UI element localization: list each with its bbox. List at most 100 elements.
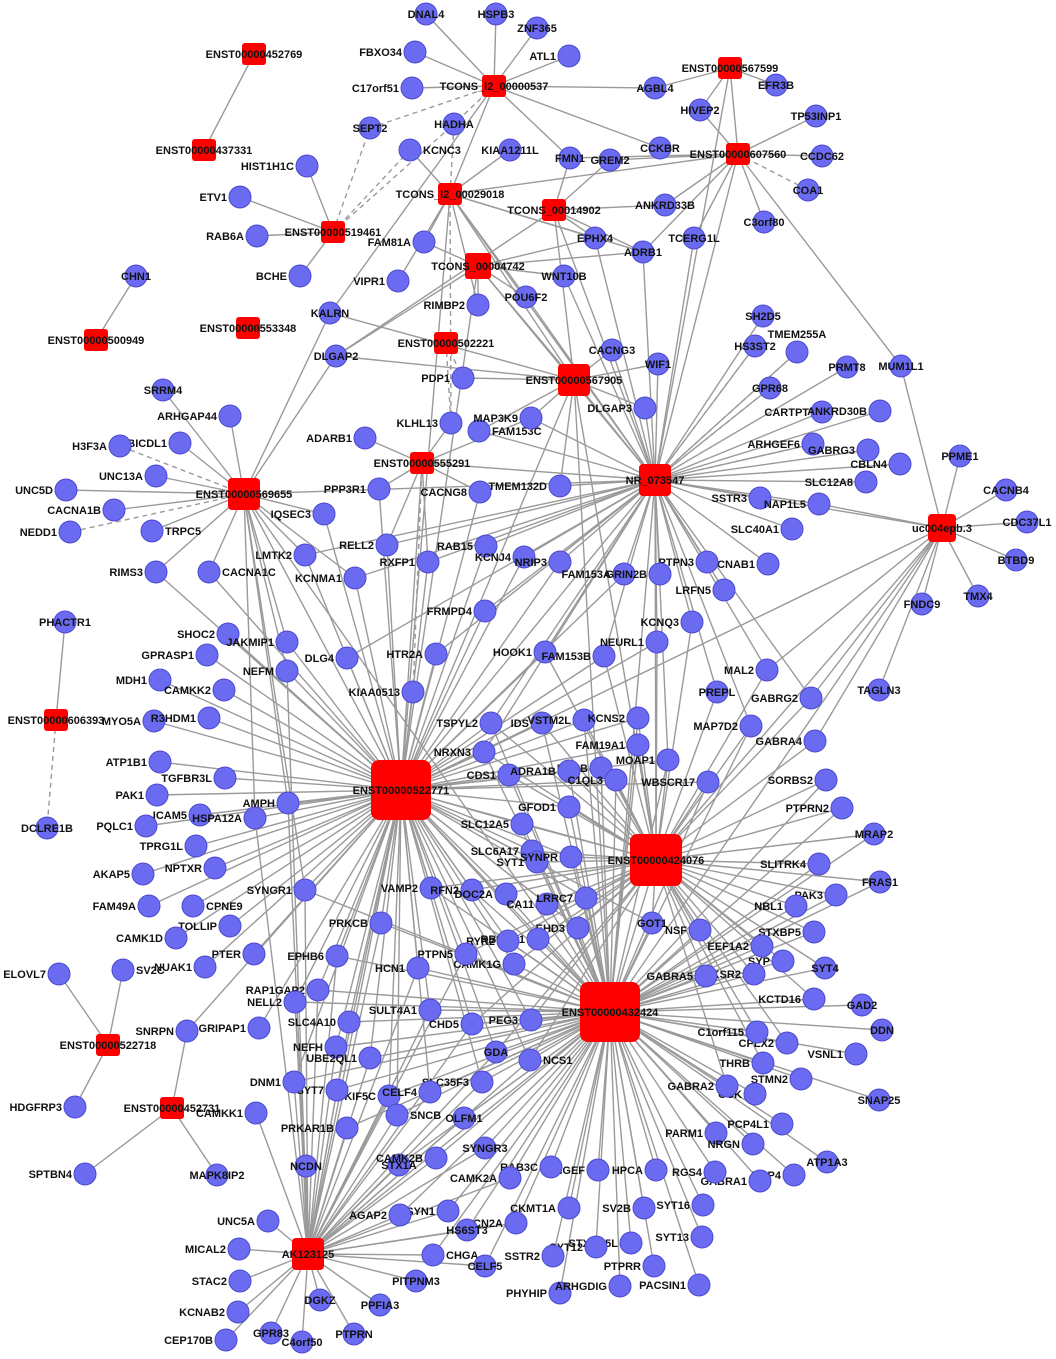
hub-node-enst00000502221[interactable]: ENST00000502221 — [398, 332, 495, 354]
gene-node-fbxo34[interactable]: FBXO34 — [359, 40, 427, 64]
hub-node-enst00000437331[interactable]: ENST00000437331 — [156, 139, 253, 161]
gene-node-shoc2[interactable]: SHOC2 — [177, 622, 240, 646]
gene-node-tollip[interactable]: TOLLIP — [178, 914, 242, 938]
gene-node-jakmip1[interactable]: JAKMIP1 — [226, 630, 299, 654]
gene-node-trpc5[interactable]: TRPC5 — [140, 519, 201, 543]
gene-node-pqlc1[interactable]: PQLC1 — [96, 814, 158, 838]
gene-node-thrb[interactable]: THRB — [719, 1051, 775, 1075]
gene-node-syt1[interactable]: SYT1 — [496, 850, 549, 874]
gene-node-syngr3[interactable]: SYNGR3 — [462, 1136, 508, 1160]
hub-node-enst00000522718[interactable]: ENST00000522718 — [60, 1034, 157, 1056]
hub-node-enst00000519461[interactable]: ENST00000519461 — [285, 221, 382, 243]
gene-node-prepl[interactable]: PREPL — [699, 680, 736, 704]
gene-node-syt4[interactable]: SYT4 — [811, 956, 840, 980]
hub-node-chn1[interactable]: CHN1 — [121, 264, 151, 288]
gene-node-unc5d[interactable]: UNC5D — [15, 478, 78, 502]
gene-node-stac2[interactable]: STAC2 — [192, 1269, 252, 1293]
gene-node-rgs4[interactable]: RGS4 — [672, 1160, 727, 1184]
gene-node-sv2c[interactable]: SV2C — [111, 958, 165, 982]
gene-node-dlgap3[interactable]: DLGAP3 — [587, 396, 657, 420]
gene-node-klhl13[interactable]: KLHL13 — [396, 411, 463, 435]
gene-node-fndc9[interactable]: FNDC9 — [904, 592, 941, 616]
gene-node-ncdn[interactable]: NCDN — [290, 1154, 322, 1178]
gene-node-gfod1[interactable]: GFOD1 — [518, 795, 581, 819]
gene-node-kctd16[interactable]: KCTD16 — [758, 987, 826, 1011]
gene-node-kiaa0513[interactable]: KIAA0513 — [349, 680, 425, 704]
gene-node-hdgfrp3[interactable]: HDGFRP3 — [9, 1095, 87, 1119]
gene-node-cacng8[interactable]: CACNG8 — [421, 480, 492, 504]
gene-node-slc4a10[interactable]: SLC4A10 — [288, 1010, 361, 1034]
gene-node-tmem255a[interactable]: TMEM255A — [768, 329, 827, 364]
gene-node-rab3c[interactable]: RAB3C — [500, 1155, 563, 1179]
gene-node-cdc37l1[interactable]: CDC37L1 — [1003, 510, 1052, 534]
gene-node-gpr83[interactable]: GPR83 — [253, 1321, 289, 1345]
gene-node-gabrg2[interactable]: GABRG2 — [751, 686, 823, 710]
gene-node-ngef[interactable]: NGEF — [554, 1158, 610, 1182]
hub-node-ak123125[interactable]: AK123125 — [282, 1238, 335, 1270]
gene-node-cacng3[interactable]: CACNG3 — [589, 338, 635, 362]
gene-node-btbd9[interactable]: BTBD9 — [998, 548, 1035, 572]
gene-node-mical2[interactable]: MICAL2 — [185, 1237, 251, 1261]
gene-node-adrb1[interactable]: ADRB1 — [624, 240, 662, 264]
gene-node-tmem132d[interactable]: TMEM132D — [488, 474, 572, 498]
hub-node-enst00000553348[interactable]: ENST00000553348 — [200, 317, 297, 339]
gene-node-gabra2[interactable]: GABRA2 — [668, 1074, 739, 1098]
gene-node-hpca[interactable]: HPCA — [612, 1158, 668, 1182]
gene-node-pitpnm3[interactable]: PITPNM3 — [392, 1269, 440, 1293]
gene-node-hcn1[interactable]: HCN1 — [375, 956, 430, 980]
gene-node-arhgef6[interactable]: ARHGEF6 — [747, 432, 825, 456]
gene-node-hspa12a[interactable]: HSPA12A — [192, 806, 267, 830]
gene-node-cplx2[interactable]: CPLX2 — [739, 1031, 799, 1055]
gene-node-stmn2[interactable]: STMN2 — [751, 1067, 813, 1091]
gene-node-cartpt[interactable]: CARTPT — [764, 400, 834, 424]
gene-node-ryr2[interactable]: RYR2 — [466, 929, 520, 953]
gene-node-camk2b[interactable]: CAMK2B — [376, 1146, 448, 1170]
gene-node-pter[interactable]: PTER — [212, 942, 266, 966]
gene-node-moap1[interactable]: MOAP1 — [616, 748, 680, 772]
gene-node-atp1a3[interactable]: ATP1A3 — [806, 1150, 848, 1174]
hub-node-enst00000500949[interactable]: ENST00000500949 — [48, 329, 145, 351]
hub-node-enst00000569655[interactable]: ENST00000569655 — [196, 478, 293, 510]
gene-node-kcnab2[interactable]: KCNAB2 — [179, 1300, 250, 1324]
gene-node-snap25[interactable]: SNAP25 — [858, 1088, 901, 1112]
gene-node-dgkz[interactable]: DGKZ — [304, 1288, 336, 1312]
gene-node-pou6f2[interactable]: POU6F2 — [505, 285, 548, 309]
gene-node-frmpd4[interactable]: FRMPD4 — [427, 599, 497, 623]
gene-node-rimbp2[interactable]: RIMBP2 — [423, 293, 490, 317]
gene-node-myo5a[interactable]: MYO5A — [102, 709, 166, 733]
gene-node-neurl1[interactable]: NEURL1 — [600, 630, 669, 654]
hub-node-enst00000607560[interactable]: ENST00000607560 — [690, 143, 787, 165]
gene-node-nrgn[interactable]: NRGN — [708, 1132, 765, 1156]
gene-node-snrpn[interactable]: SNRPN — [135, 1019, 199, 1043]
gene-node-vipr1[interactable]: VIPR1 — [353, 269, 410, 293]
hub-node-tcons-l2-00000537[interactable]: TCONS_l2_00000537 — [440, 75, 549, 97]
gene-node-hs6st3[interactable]: HS6ST3 — [446, 1218, 488, 1242]
gene-node-cacna1c[interactable]: CACNA1C — [197, 560, 276, 584]
gene-node-camkk1[interactable]: CAMKK1 — [196, 1101, 268, 1125]
gene-node-mdh1[interactable]: MDH1 — [116, 668, 172, 692]
gene-node-rab6a[interactable]: RAB6A — [206, 224, 269, 248]
gene-node-phactr1[interactable]: PHACTR1 — [39, 610, 91, 634]
gene-node-kcnab1[interactable]: KCNAB1 — [709, 552, 780, 576]
gene-node-atl1[interactable]: ATL1 — [529, 44, 581, 68]
gene-node-ptpn5[interactable]: PTPN5 — [418, 942, 478, 966]
hub-node-enst00000567905[interactable]: ENST00000567905 — [526, 364, 623, 396]
gene-node-cbln4[interactable]: CBLN4 — [850, 452, 912, 476]
gene-node-cpne9[interactable]: CPNE9 — [181, 894, 243, 918]
gene-node-dnal4[interactable]: DNAL4 — [408, 2, 446, 26]
gene-node-tcerg1l[interactable]: TCERG1L — [668, 226, 720, 250]
gene-node-grin2b[interactable]: GRIN2B — [605, 562, 672, 586]
hub-node-enst00000555291[interactable]: ENST00000555291 — [374, 452, 471, 474]
gene-node-nuak1[interactable]: NUAK1 — [154, 955, 217, 979]
gene-node-htr2a[interactable]: HTR2A — [386, 642, 448, 666]
gene-node-elovl7[interactable]: ELOVL7 — [3, 962, 71, 986]
gene-node-wnt10b[interactable]: WNT10B — [541, 264, 587, 288]
gene-node-gripap1[interactable]: GRIPAP1 — [199, 1016, 271, 1040]
gene-node-ppme1[interactable]: PPME1 — [941, 444, 979, 468]
gene-node-cacnb4[interactable]: CACNB4 — [983, 478, 1030, 502]
hub-node-tcons-l2-00029018[interactable]: TCONS_l2_00029018 — [396, 183, 505, 205]
gene-node-sptbn4[interactable]: SPTBN4 — [29, 1162, 97, 1186]
gene-node-hook1[interactable]: HOOK1 — [493, 640, 557, 664]
gene-node-srrm4[interactable]: SRRM4 — [144, 378, 183, 402]
gene-node-efr3b[interactable]: EFR3B — [758, 73, 794, 97]
